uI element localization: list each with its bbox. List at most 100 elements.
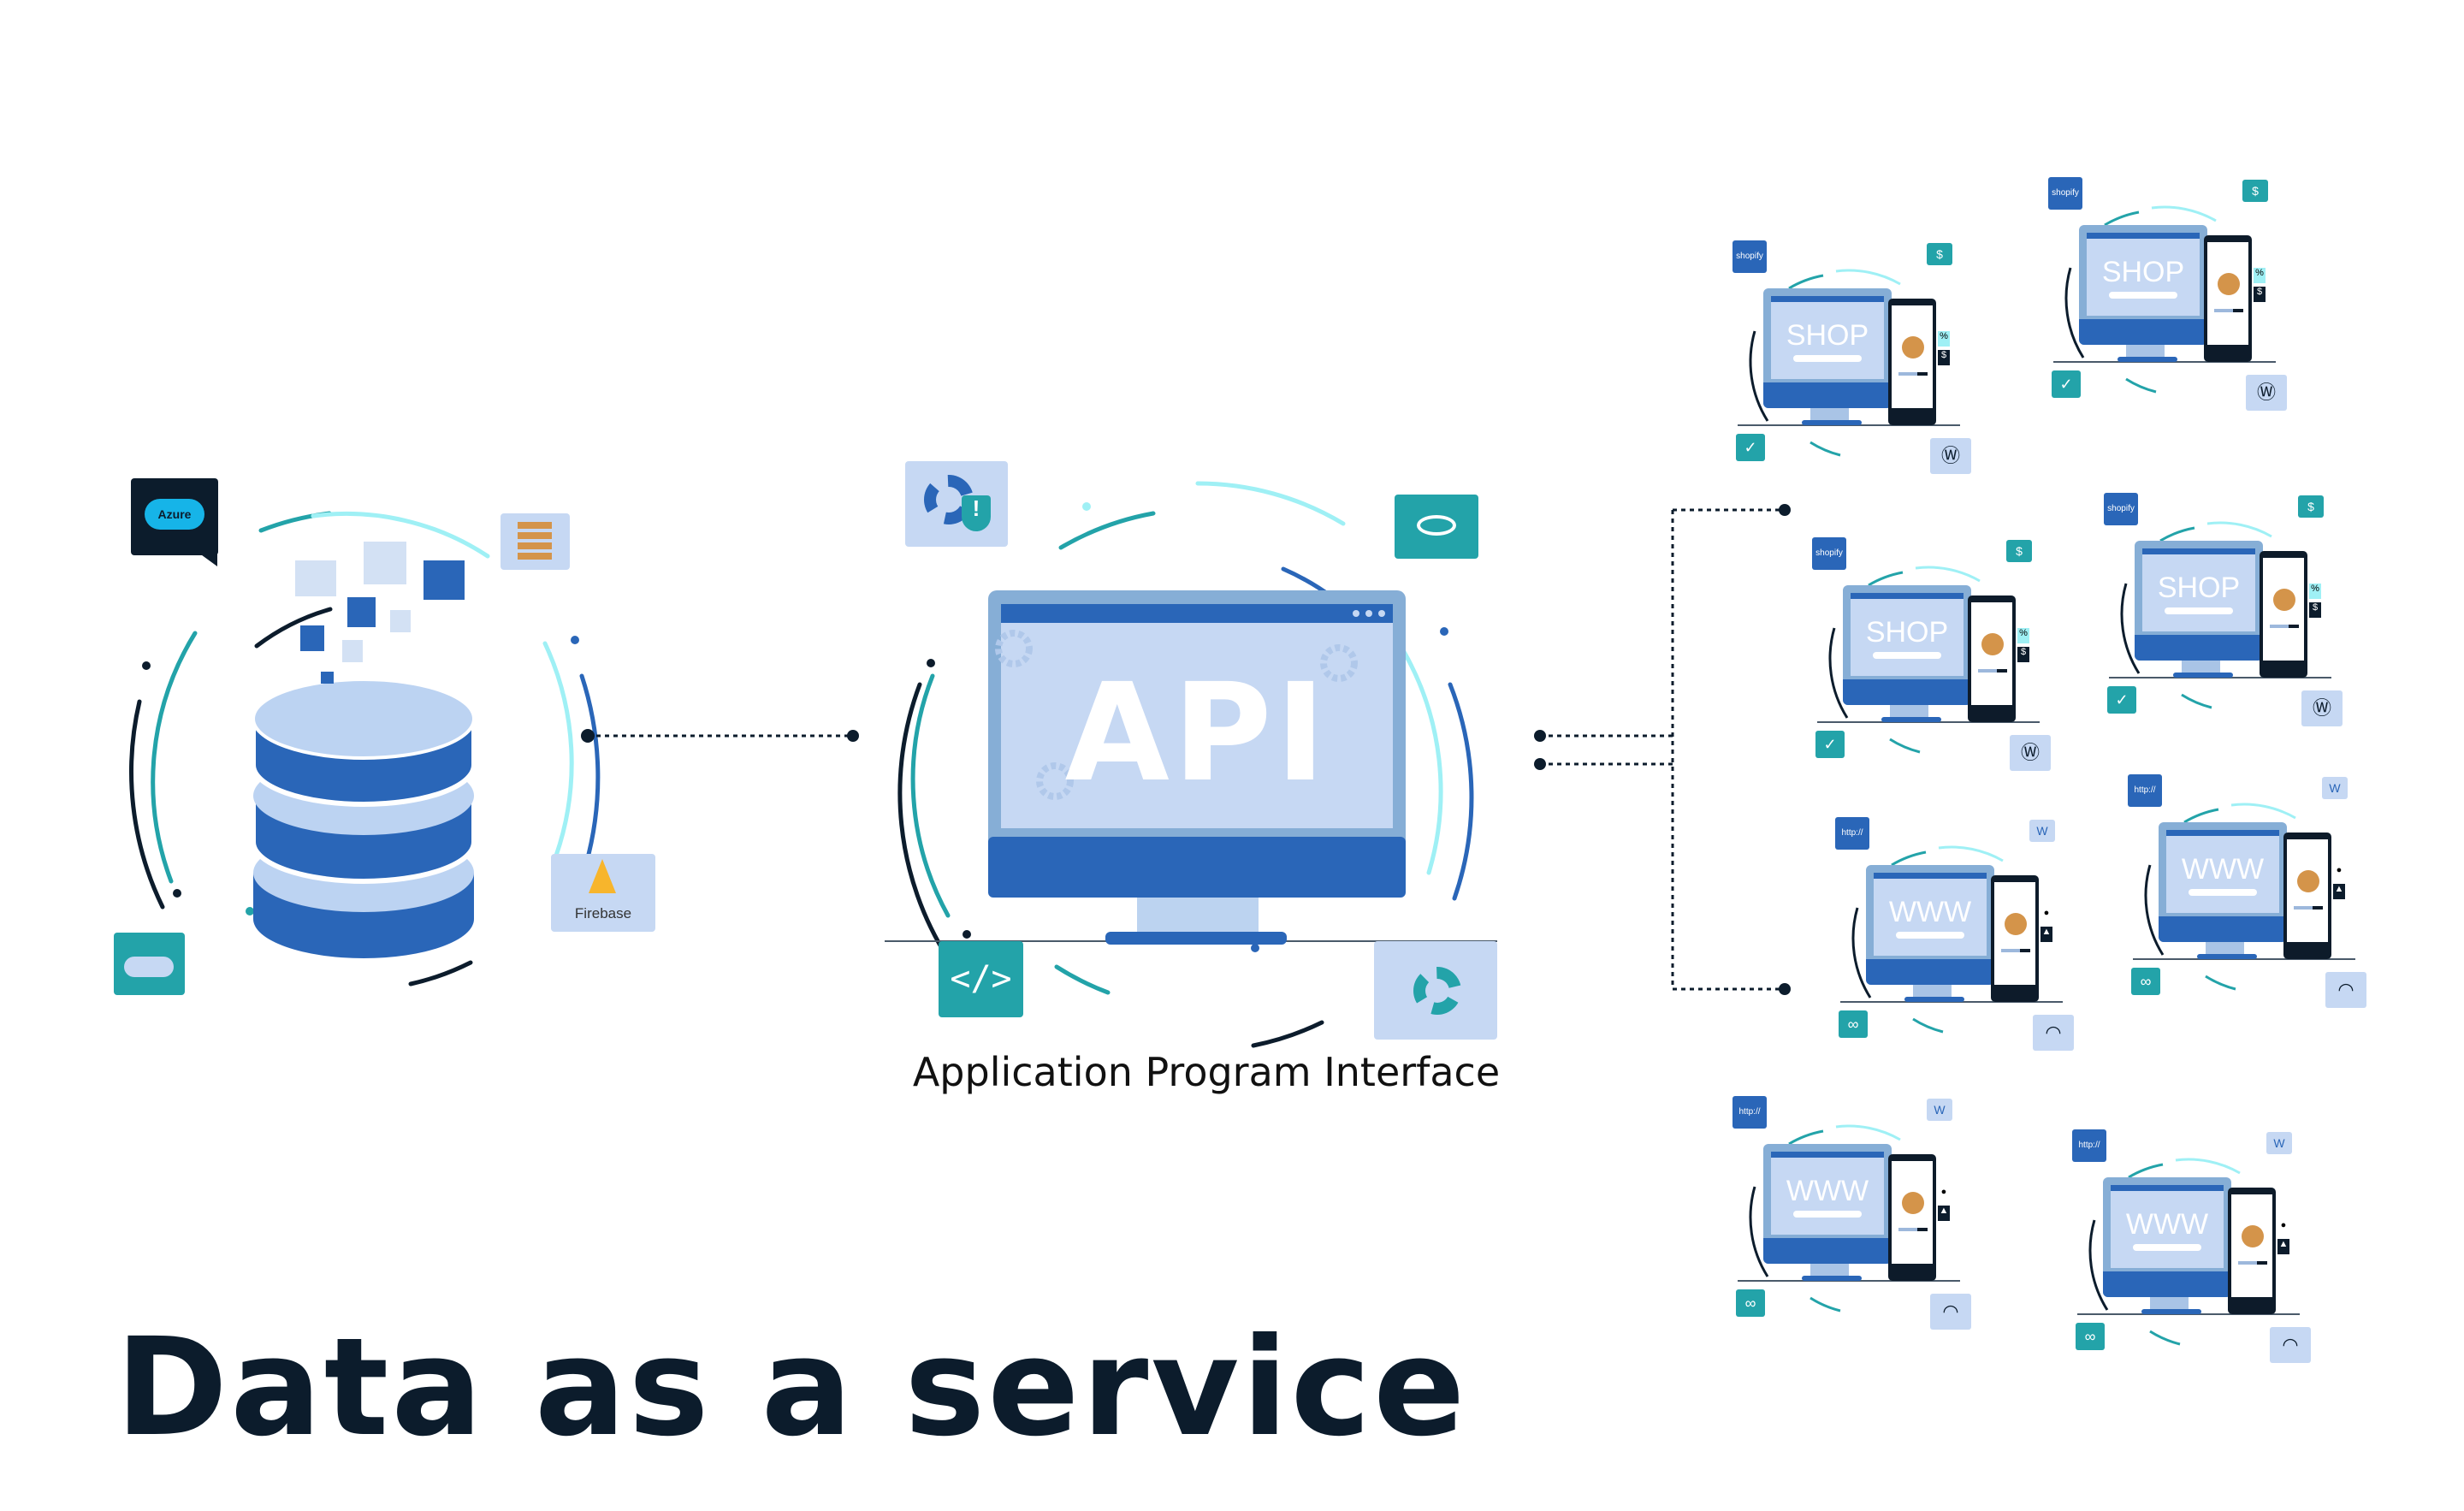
cart-icon (1981, 633, 2004, 655)
user-icon: ● (2040, 908, 2052, 923)
orbit-arcs (2109, 521, 2331, 709)
cart-check-icon: ✓ (1736, 434, 1765, 461)
cart-check-icon: ✓ (2052, 370, 2081, 398)
link-icon: ∞ (2131, 968, 2160, 995)
screen-label: WWW (2181, 853, 2265, 886)
tag-label: shopify (2052, 188, 2079, 198)
phone (1888, 299, 1936, 425)
image-icon: ▲ (1938, 1206, 1950, 1221)
code-icon: </> (950, 959, 1012, 998)
monitor-stand (1890, 705, 1928, 719)
data-blocks (295, 542, 465, 684)
dollar-icon: $ (2309, 602, 2321, 618)
image-icon: ▲ (2333, 884, 2345, 899)
client-shop: SHOP % $ shopify $ ✓ Ⓦ (2100, 489, 2348, 733)
monitor-stand (2182, 661, 2220, 674)
azure-bubble: Azure (131, 478, 218, 555)
orbit-arcs (1840, 845, 2063, 1034)
http-tag: http:// (1835, 817, 1869, 850)
cart-icon (2218, 273, 2240, 295)
phone (2204, 235, 2252, 362)
screen-label: SHOP (1786, 319, 1869, 352)
phone (1968, 596, 2016, 722)
firebase-icon (589, 859, 616, 893)
cloud-storage-bubble (114, 933, 185, 995)
client-shop: SHOP % $ shopify $ ✓ Ⓦ (1729, 237, 1977, 481)
tag-label: http:// (2134, 785, 2156, 795)
dollar-icon: $ (2254, 287, 2266, 302)
api-caption: Application Program Interface (912, 1049, 1501, 1095)
orbit-arcs (1817, 566, 2040, 754)
dollar-icon: $ (2242, 180, 2268, 202)
image-icon: ▲ (2277, 1239, 2289, 1254)
client-web: WWW ● ▲ http:// W ∞ ◠ (2069, 1126, 2317, 1370)
monitor-stand (1810, 1264, 1849, 1277)
phone (2283, 833, 2331, 959)
screen-label: WWW (1888, 896, 1972, 928)
dollar-icon: $ (1938, 350, 1950, 365)
database-orbit-arcs (129, 511, 601, 987)
monitor: SHOP (2079, 225, 2207, 345)
phone (1888, 1154, 1936, 1281)
client-web: WWW ● ▲ http:// W ∞ ◠ (2124, 771, 2372, 1015)
wordpress-icon: W (2322, 777, 2348, 799)
lips-icon: ◠ (2270, 1327, 2311, 1363)
api-monitor (988, 590, 1406, 945)
shopify-tag: shopify (2104, 493, 2138, 525)
settings-bubble (1374, 941, 1497, 1040)
screen-label: SHOP (1865, 616, 1949, 649)
monitor-base (1802, 420, 1862, 425)
database-icon (251, 678, 477, 958)
cloud-icon (145, 499, 204, 530)
http-tag: http:// (1732, 1096, 1767, 1129)
cart-check-icon: ✓ (2107, 686, 2136, 714)
server-bubble (500, 513, 570, 570)
monitor-stand (1810, 408, 1849, 422)
tag-label: shopify (1815, 548, 1843, 558)
user-icon: ● (2333, 865, 2345, 880)
phone (2260, 551, 2307, 678)
orbit-arcs (2133, 803, 2355, 991)
cart-icon (2273, 589, 2295, 611)
user-icon: ● (2277, 1220, 2289, 1235)
client-web: WWW ● ▲ http:// W ∞ ◠ (1729, 1093, 1977, 1336)
at-icon (2005, 913, 2027, 935)
orbit-arcs (2077, 1158, 2300, 1346)
monitor-base (1904, 997, 1964, 1002)
user-icon: ● (1938, 1187, 1950, 1202)
orbit-arcs (1738, 1124, 1960, 1312)
api-clients-connector (1540, 508, 1785, 991)
shopify-tag: shopify (1732, 240, 1767, 273)
code-bubble: </> (939, 941, 1023, 1017)
dollar-icon: $ (1927, 243, 1952, 265)
chat-bubble (1395, 495, 1478, 559)
gear-shield-bubble: ! (905, 461, 1008, 547)
monitor-base (1802, 1276, 1862, 1281)
monitor-base (2118, 357, 2177, 362)
wordpress-icon: W (2266, 1132, 2292, 1154)
lips-icon: ◠ (2033, 1015, 2074, 1051)
cart-check-icon: ✓ (1815, 731, 1845, 758)
dollar-icon: $ (2006, 540, 2032, 562)
wordpress-icon: Ⓦ (1930, 438, 1971, 474)
firebase-bubble: Firebase (551, 854, 655, 932)
cloud-icon (124, 957, 174, 977)
lips-icon (1417, 515, 1456, 536)
link-icon: ∞ (2076, 1323, 2105, 1350)
tag-label: http:// (2078, 1141, 2100, 1150)
at-icon (1902, 1192, 1924, 1214)
monitor-stand (2150, 1297, 2189, 1311)
shield-icon: ! (962, 495, 991, 531)
phone (1991, 875, 2039, 1002)
wordpress-icon: Ⓦ (2010, 735, 2051, 771)
shopify-tag: shopify (2048, 177, 2082, 210)
phone (2228, 1188, 2276, 1314)
wordpress-icon: Ⓦ (2301, 690, 2343, 726)
server-rack-icon (518, 522, 552, 560)
client-shop: SHOP % $ shopify $ ✓ Ⓦ (2045, 174, 2293, 418)
monitor: SHOP (1763, 288, 1892, 408)
api-label: API (1064, 655, 1330, 812)
at-icon (2242, 1225, 2264, 1247)
monitor: WWW (1866, 865, 1994, 985)
